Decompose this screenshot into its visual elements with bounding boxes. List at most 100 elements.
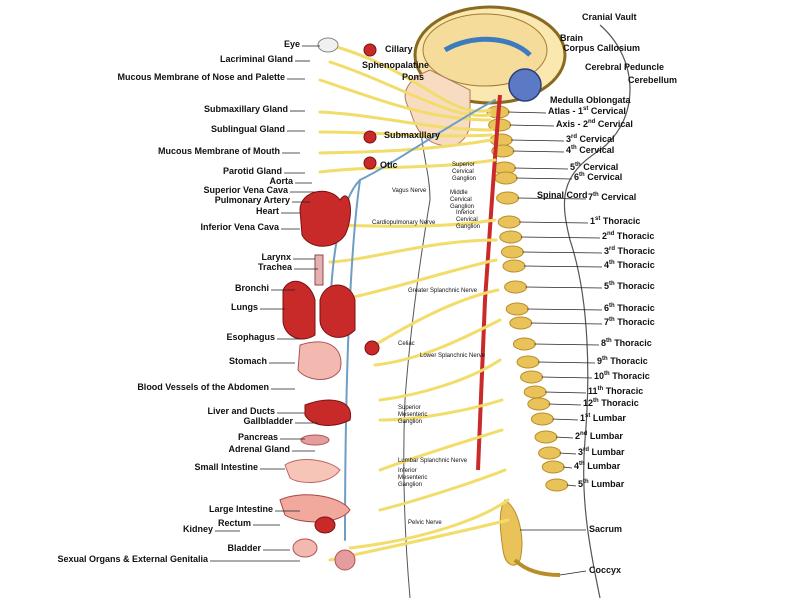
- vertebra-l5-icon: [545, 478, 569, 492]
- eye-icon: [317, 37, 339, 53]
- label-parotid: Parotid Gland: [222, 166, 282, 176]
- label-vagus: Vagus Nerve: [392, 188, 427, 194]
- label-ciliary: Cillary: [385, 44, 413, 54]
- label-pelvic: Pelvic Nerve: [408, 520, 442, 526]
- nerve-9: [338, 258, 498, 302]
- vertebra-t5-icon: [504, 280, 528, 294]
- vertebra-l2-icon: [534, 430, 558, 444]
- label-cardiopulmonary: Cardiopulmonary Nerve: [372, 220, 436, 226]
- vertebra-l1-icon: [530, 412, 554, 426]
- label-atlas: Atlas - 1st Cervical: [548, 106, 626, 116]
- vertebra-t7-icon: [509, 316, 533, 330]
- coccyx-icon: [513, 558, 561, 577]
- leader-t4: [523, 265, 603, 268]
- leader-t3: [522, 251, 603, 254]
- label-submax-gland: Submaxillary Gland: [203, 104, 288, 114]
- label-svc: Superior Vena Cava: [203, 185, 288, 195]
- label-t12: 12th Thoracic: [583, 398, 639, 408]
- label-aorta: Aorta: [269, 176, 293, 186]
- trachea-icon: [314, 254, 324, 286]
- vertebra-t12-icon: [527, 397, 551, 411]
- vertebra-t9-icon: [516, 355, 540, 369]
- label-gallbladder: Gallbladder: [243, 416, 293, 426]
- label-sexual-organs: Sexual Organs & External Genitalia: [57, 554, 208, 564]
- label-heart: Heart: [255, 206, 279, 216]
- vertebra-t4-icon: [502, 259, 526, 273]
- leader-lines: [210, 45, 603, 576]
- leader-t6: [527, 308, 603, 311]
- leader-t2: [520, 236, 601, 239]
- leader-t7: [530, 322, 603, 325]
- leader-t12: [548, 403, 582, 406]
- label-c5: 5th Cervical: [570, 162, 619, 172]
- leader-c5: [514, 167, 569, 170]
- vertebra-c6-icon: [494, 171, 518, 185]
- vertebra-t11-icon: [523, 385, 547, 399]
- label-t3: 3rd Thoracic: [604, 246, 656, 256]
- lungs-icon: [282, 280, 356, 340]
- nerve-16: [348, 498, 510, 550]
- leader-t9: [537, 361, 596, 364]
- label-l5: 5th Lumbar: [578, 479, 625, 489]
- leader-l5: [566, 484, 577, 487]
- stomach-icon: [297, 341, 342, 380]
- label-eye: Eye: [283, 39, 300, 49]
- leader-t8: [534, 343, 600, 346]
- label-axis: Axis - 2nd Cervical: [556, 119, 633, 129]
- submaxillary-ganglion-icon: [363, 130, 377, 144]
- liver-icon: [304, 399, 352, 426]
- celiac-ganglion-icon: [364, 340, 380, 356]
- label-superior-cervical: Superior Cervical Ganglion: [452, 162, 477, 182]
- label-sphenopalatine: Sphenopalatine: [362, 60, 430, 70]
- label-pulm-artery: Pulmonary Artery: [214, 195, 290, 205]
- label-mucous-nose: Mucous Membrane of Nose and Palette: [117, 72, 285, 82]
- label-spinal-cord: Spinal Cord: [537, 190, 588, 200]
- spinal-cord-icon: [476, 94, 502, 471]
- label-lacrimal: Lacriminal Gland: [219, 54, 293, 64]
- label-cranial-vault: Cranial Vault: [582, 12, 637, 22]
- label-stomach: Stomach: [228, 356, 267, 366]
- vertebra-l4-icon: [541, 460, 565, 474]
- label-greater-splanchnic: Greater Splanchnic Nerve: [408, 288, 478, 294]
- label-t5: 5th Thoracic: [604, 281, 655, 291]
- vertebra-t2-icon: [499, 230, 523, 244]
- brain-icon: [422, 13, 548, 87]
- leader-c3: [511, 139, 565, 142]
- otic-ganglion-icon: [363, 156, 377, 170]
- label-small-intestine: Small Intestine: [194, 462, 258, 472]
- vertebra-c7-icon: [496, 191, 520, 205]
- label-t2: 2nd Thoracic: [602, 231, 655, 241]
- small-intestine-icon: [284, 459, 341, 483]
- label-t10: 10th Thoracic: [594, 371, 650, 381]
- label-l2: 2nd Lumbar: [575, 431, 623, 441]
- label-medulla: Medulla Oblongata: [550, 95, 631, 105]
- label-t1: 1st Thoracic: [590, 216, 641, 226]
- leader-t1: [519, 221, 589, 224]
- nerve-2: [318, 78, 492, 122]
- label-brain: Brain: [560, 33, 584, 43]
- label-coccyx: Coccyx: [589, 565, 622, 575]
- nerve-4: [318, 130, 494, 138]
- label-c6: 6th Cervical: [574, 172, 623, 182]
- label-l4: 4th Lumbar: [574, 461, 621, 471]
- label-large-intestine: Large Intestine: [208, 504, 273, 514]
- nerve-3: [318, 110, 494, 132]
- label-larynx: Larynx: [261, 252, 291, 262]
- leader-t5: [525, 286, 603, 289]
- nerve-13: [378, 398, 504, 422]
- label-t4: 4th Thoracic: [604, 260, 655, 270]
- nerve-10: [373, 288, 500, 347]
- label-t7: 7th Thoracic: [604, 317, 655, 327]
- label-middle-cervical: Middle Cervical Ganglion: [450, 190, 475, 210]
- corpus-callosum-icon: [443, 36, 532, 57]
- leader-l4: [563, 466, 573, 469]
- label-t6: 6th Thoracic: [604, 303, 655, 313]
- vertebra-t3-icon: [500, 245, 524, 259]
- leader-l3: [559, 452, 577, 455]
- nerve-5: [318, 138, 494, 155]
- label-bladder: Bladder: [227, 543, 261, 553]
- nerve-8: [328, 238, 498, 264]
- label-celiac: Celiac: [398, 341, 415, 347]
